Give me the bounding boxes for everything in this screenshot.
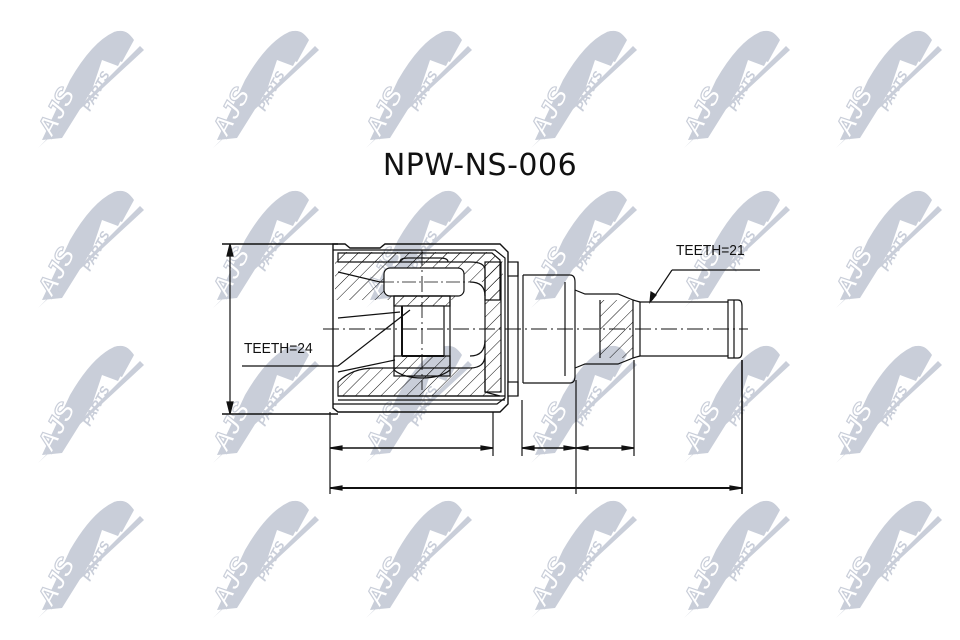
- teeth-24-label: TEETH=24: [244, 340, 313, 357]
- part-number-title: NPW-NS-006: [382, 148, 578, 183]
- teeth-21-label: TEETH=21: [676, 242, 745, 259]
